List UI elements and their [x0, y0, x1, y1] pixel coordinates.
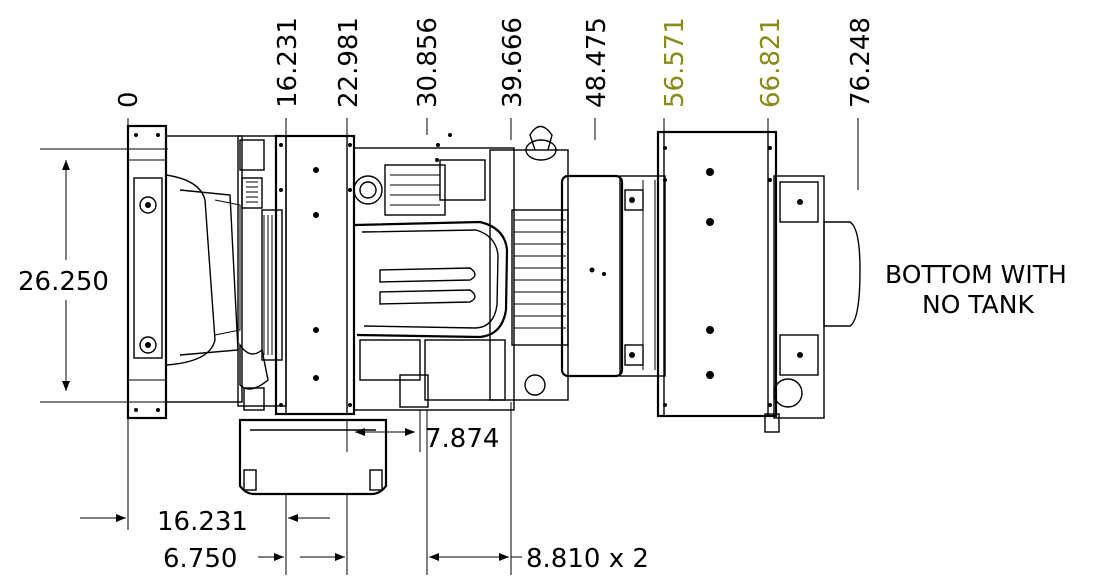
dim-label-gap: 7.874 [425, 424, 499, 454]
dim-label-66-821: 66.821 [756, 17, 786, 108]
dim-label-height: 26.250 [18, 267, 109, 297]
dim-label-39-666: 39.666 [498, 17, 528, 108]
dim-label-repeat: 8.810 x 2 [526, 544, 649, 574]
dim-label-width-c: 6.750 [163, 544, 237, 574]
dim-7-874: 7.874 [346, 410, 499, 454]
generator-end [764, 175, 861, 433]
dim-label-width-b: 16.231 [157, 507, 248, 537]
alternator-adapter [619, 175, 666, 377]
radiator-assembly [126, 124, 243, 420]
view-note: BOTTOM WITH NO TANK [885, 260, 1067, 319]
dim-6-750: 6.750 [163, 544, 345, 574]
dim-16-231: 16.231 [80, 507, 330, 537]
front-mount-frame [274, 134, 356, 416]
dim-label-30-856: 30.856 [413, 17, 443, 108]
top-extension-lines [127, 118, 859, 190]
dim-label-22-981: 22.981 [334, 17, 364, 108]
left-dimension: 26.250 [18, 148, 168, 403]
view-note-line1: BOTTOM WITH [885, 260, 1067, 289]
engine-block [353, 133, 546, 411]
dim-label-56-571: 56.571 [660, 17, 690, 108]
rear-mount-frame [656, 130, 778, 418]
flywheel-housing [489, 125, 624, 401]
dim-label-76-248: 76.248 [846, 17, 876, 108]
bottom-tray [238, 418, 388, 496]
bottom-extension-lines [127, 402, 512, 575]
view-note-line2: NO TANK [922, 290, 1034, 319]
dim-8-810: 8.810 x 2 [429, 544, 649, 574]
top-dimension-labels: 0 16.231 22.981 30.856 39.666 48.475 56.… [114, 17, 876, 108]
dim-label-16-231: 16.231 [273, 17, 303, 108]
dim-label-48-475: 48.475 [582, 17, 612, 108]
dim-label-0: 0 [114, 91, 144, 108]
fan-shroud-section [237, 135, 287, 411]
